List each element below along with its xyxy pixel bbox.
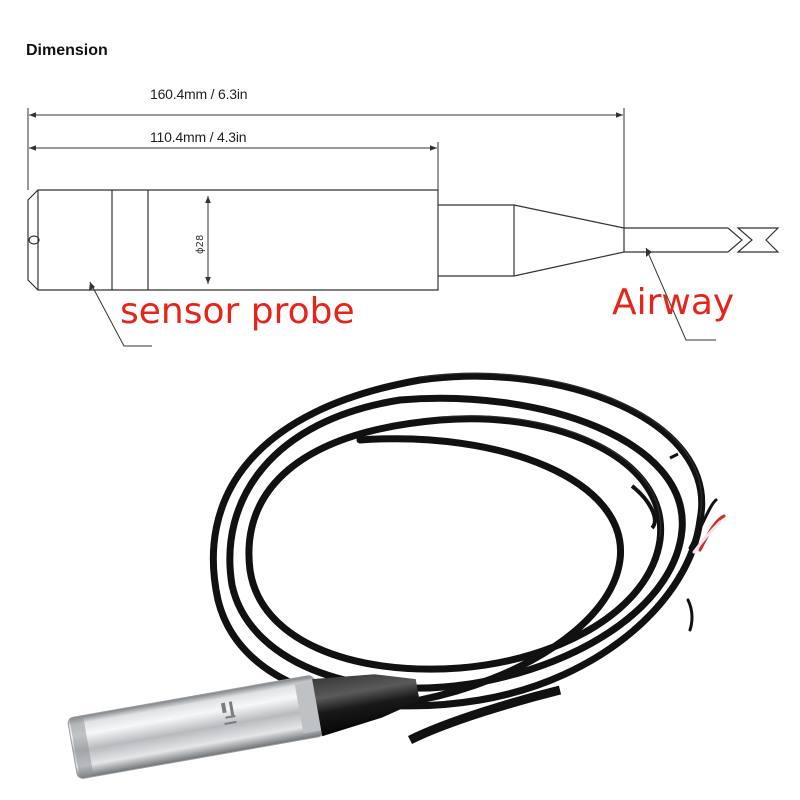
probe-length-label: 110.4mm / 4.3in <box>150 129 247 145</box>
vent-hole-icon <box>28 235 40 245</box>
sensor-probe-label: sensor probe <box>120 291 355 332</box>
product-photo <box>67 372 726 779</box>
overall-length-label: 160.4mm / 6.3in <box>150 86 248 102</box>
probe-outline <box>27 189 780 291</box>
leader-lines <box>89 247 716 347</box>
extension-lines <box>27 108 625 228</box>
sensor-probe-photo <box>67 674 420 779</box>
wire-ends <box>686 498 726 632</box>
probe-cable <box>407 685 562 745</box>
coiled-cable <box>209 372 706 712</box>
zip-tie <box>630 484 657 530</box>
diagram-title: Dimension <box>26 42 108 59</box>
airway-label: Airway <box>612 282 735 323</box>
diameter-label: ϕ28 <box>195 235 206 254</box>
